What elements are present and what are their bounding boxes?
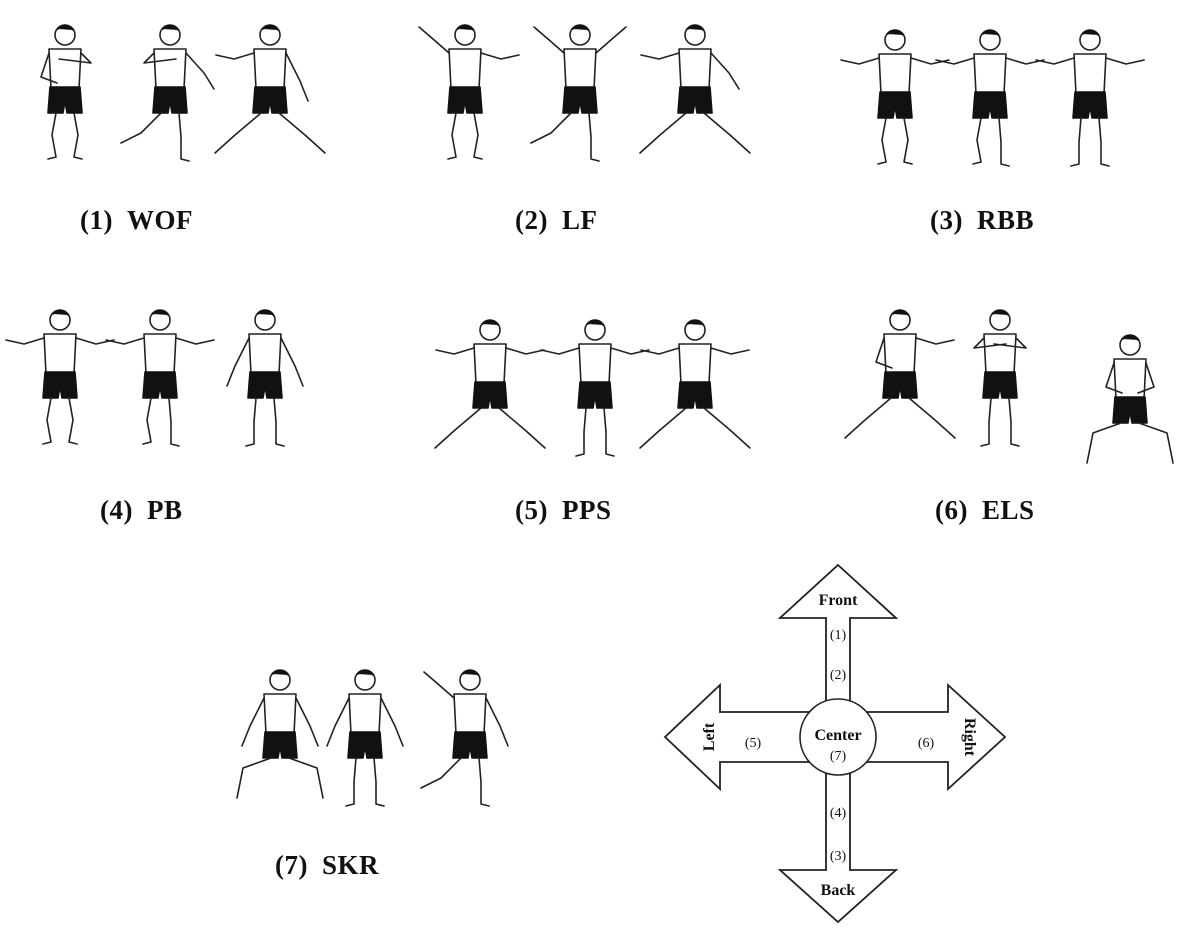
figure-illustrations — [844, 309, 1174, 464]
panel-pps: (5) PPS — [420, 300, 760, 535]
figure-illustrations — [840, 29, 1145, 167]
panel-number: (4) — [100, 495, 133, 525]
panel-els: (6) ELS — [844, 295, 1190, 535]
person-figure — [434, 319, 546, 449]
panel-number: (3) — [930, 205, 963, 235]
label-up-num-1: (1) — [830, 628, 847, 643]
person-figure — [935, 29, 1045, 167]
panel-number: (7) — [275, 850, 308, 880]
person-figure — [840, 29, 950, 165]
label-down-num-1: (4) — [830, 806, 847, 821]
figure-illustrations — [236, 669, 509, 807]
label-up-num-2: (2) — [830, 668, 847, 683]
person-figure — [418, 24, 520, 160]
panel-caption: (4) PB — [100, 495, 183, 526]
label-right: Right — [961, 718, 978, 757]
panel-abbr: PB — [146, 495, 183, 525]
person-figure — [236, 669, 324, 799]
panel-rbb: (3) RBB — [840, 15, 1150, 245]
panel-pb: (4) PB — [5, 295, 340, 535]
panel-abbr: LF — [561, 205, 598, 235]
panel-abbr: WOF — [126, 205, 193, 235]
label-right-num: (6) — [918, 736, 935, 751]
panel-number: (2) — [515, 205, 548, 235]
label-left-num: (5) — [745, 736, 762, 751]
person-figure — [639, 24, 751, 154]
panel-number: (1) — [80, 205, 113, 235]
panel-abbr: RBB — [976, 205, 1035, 235]
label-center-num: (7) — [830, 749, 847, 764]
person-figure — [326, 669, 404, 807]
label-center: Center — [814, 727, 861, 744]
label-down-num-2: (3) — [830, 849, 847, 864]
panel-lf: (2) LF — [415, 15, 755, 245]
figure-illustrations — [40, 24, 326, 162]
panel-abbr: SKR — [321, 850, 380, 880]
person-figure — [5, 309, 115, 445]
figure-illustrations — [434, 319, 751, 457]
center-circle — [799, 698, 877, 776]
person-figure — [420, 669, 509, 807]
label-front: Front — [819, 592, 858, 609]
label-back: Back — [821, 882, 856, 899]
person-figure — [844, 309, 956, 439]
panel-abbr: PPS — [561, 495, 612, 525]
panel-caption: (2) LF — [515, 205, 598, 236]
figure-illustrations — [418, 24, 751, 162]
person-figure — [105, 309, 215, 447]
panel-wof: (1) WOF — [10, 15, 350, 245]
panel-caption: (6) ELS — [935, 495, 1035, 526]
person-figure — [214, 24, 326, 154]
label-left: Left — [701, 722, 718, 751]
person-figure — [540, 319, 650, 457]
panel-caption: (7) SKR — [275, 850, 379, 881]
panel-number: (6) — [935, 495, 968, 525]
person-figure — [973, 309, 1027, 447]
panel-skr: (7) SKR — [225, 655, 545, 895]
person-figure — [40, 24, 92, 160]
panel-caption: (1) WOF — [80, 205, 193, 236]
direction-diagram: Front (1) (2) Center (7) (5) (6) Left Ri… — [663, 563, 1007, 924]
person-figure — [120, 24, 215, 162]
panel-number: (5) — [515, 495, 548, 525]
panel-caption: (3) RBB — [930, 205, 1034, 236]
person-figure — [1035, 29, 1145, 167]
figure-illustrations — [5, 309, 304, 447]
person-figure — [639, 319, 751, 449]
person-figure — [226, 309, 304, 447]
panel-abbr: ELS — [981, 495, 1035, 525]
panel-caption: (5) PPS — [515, 495, 612, 526]
person-figure — [530, 24, 627, 162]
person-figure — [1086, 334, 1174, 464]
